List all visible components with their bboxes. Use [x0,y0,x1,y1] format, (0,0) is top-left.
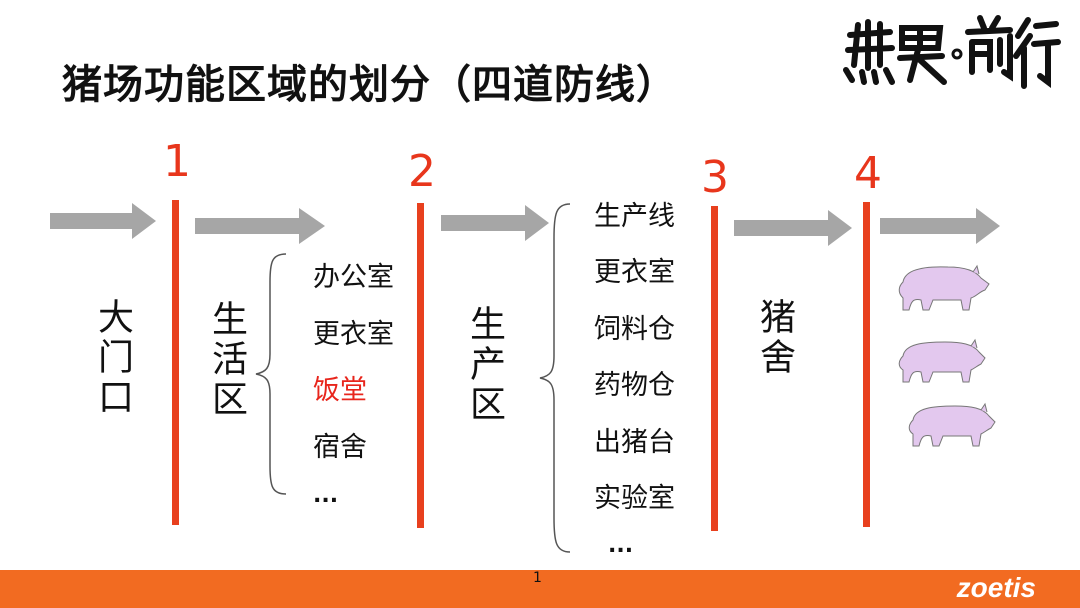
brace-production [539,203,571,553]
pig-icon [898,338,986,383]
production-item-changing-room: 更衣室 [594,257,675,288]
zone-gate: 大门口 [92,298,133,418]
arrow-4 [734,210,852,246]
living-item-more: ... [313,483,339,508]
living-item-office: 办公室 [313,262,394,293]
pig-icon [898,264,990,311]
arrow-3 [441,205,549,241]
line-number-2: 2 [408,146,436,197]
production-item-feed-store: 饲料仓 [594,314,675,345]
production-item-line: 生产线 [594,201,675,232]
arrow-2 [195,208,325,244]
line-number-4: 4 [854,148,882,199]
footer-bar [0,570,1080,608]
defense-line-4 [863,202,870,527]
living-item-dormitory: 宿舍 [313,432,367,463]
pig-icon [908,402,996,447]
brand-logo: zoetis [956,572,1036,603]
line-number-3: 3 [701,152,729,203]
zone-barn: 猪舍 [754,298,795,378]
zone-production: 生产区 [464,305,505,425]
production-item-lab: 实验室 [594,483,675,514]
slide-title: 猪场功能区域的划分（四道防线） [62,62,677,108]
defense-line-1 [172,200,179,525]
living-item-changing-room: 更衣室 [313,319,394,350]
zone-living: 生活区 [206,300,247,420]
line-number-1: 1 [163,136,191,187]
page-number: 1 [533,570,542,586]
arrow-1 [50,203,156,239]
arrow-5 [880,208,1000,244]
production-item-drug-store: 药物仓 [594,370,675,401]
production-item-more: ... [608,533,634,558]
calligraphy-logo [843,15,1061,89]
production-item-loading-platform: 出猪台 [594,427,675,458]
defense-line-2 [417,203,424,528]
defense-line-3 [711,206,718,531]
brace-living [255,253,287,495]
living-item-canteen: 饭堂 [313,375,367,406]
